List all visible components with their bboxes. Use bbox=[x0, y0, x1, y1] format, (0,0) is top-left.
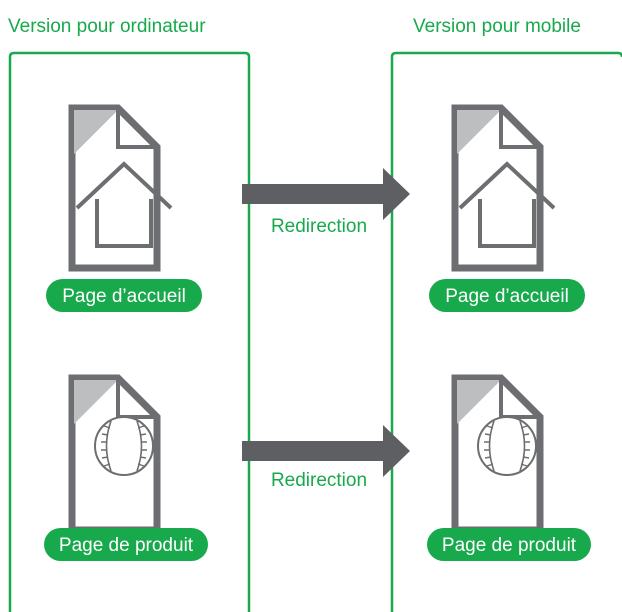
mobile-heading: Version pour mobile bbox=[413, 16, 581, 37]
label-pill bbox=[427, 528, 591, 561]
mobile-home-document-icon bbox=[451, 104, 544, 272]
desktop-home-label: Page d’accueil bbox=[62, 286, 186, 307]
desktop-heading: Version pour ordinateur bbox=[8, 16, 206, 37]
house-icon bbox=[75, 161, 173, 248]
baseball-icon bbox=[477, 416, 537, 476]
baseball-icon bbox=[94, 416, 154, 476]
redirection-label-home: Redirection bbox=[271, 216, 367, 237]
mobile-product-label: Page de produit bbox=[442, 535, 577, 556]
house-icon bbox=[458, 161, 556, 248]
redirection-arrow-product bbox=[242, 425, 410, 477]
desktop-product-label: Page de produit bbox=[59, 535, 194, 556]
arrow-label-bg bbox=[258, 208, 380, 238]
label-pill bbox=[429, 279, 585, 312]
desktop-column-frame bbox=[8, 51, 251, 612]
desktop-home-document-icon bbox=[68, 104, 161, 272]
label-pill bbox=[44, 528, 208, 561]
label-pill bbox=[46, 279, 202, 312]
arrow-label-bg bbox=[258, 464, 380, 494]
redirection-arrow-home bbox=[242, 168, 410, 220]
redirection-label-product: Redirection bbox=[271, 470, 367, 491]
mobile-home-label: Page d’accueil bbox=[445, 286, 569, 307]
